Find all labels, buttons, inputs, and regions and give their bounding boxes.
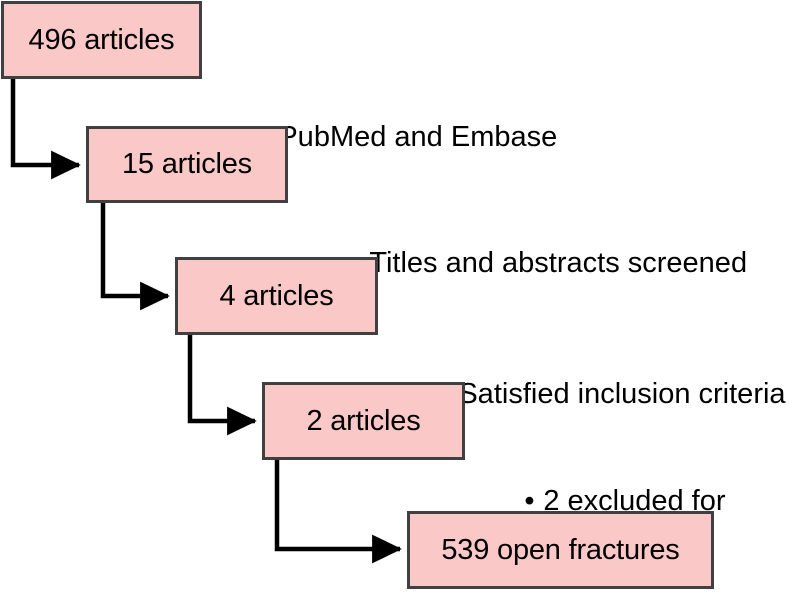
connector-4-to-2 [187,334,257,436]
node-4-articles[interactable]: 4 articles [175,257,378,335]
annotation-text: Satisfied inclusion criteria [458,378,786,411]
node-2-articles[interactable]: 2 articles [262,382,465,460]
node-label: 2 articles [306,404,421,437]
connector-15-to-4 [100,203,170,311]
node-496-articles[interactable]: 496 articles [1,1,202,79]
annotation-satisfied-inclusion-criteria: •Satisfied inclusion criteria [391,281,786,508]
node-label: 539 open fractures [441,533,680,566]
node-539-open-fractures[interactable]: 539 open fractures [407,511,714,589]
node-label: 4 articles [219,279,334,312]
node-label: 496 articles [28,23,175,56]
annotation-line: •PubMed and Embase [211,89,557,186]
node-15-articles[interactable]: 15 articles [86,126,288,203]
annotation-text: Titles and abstracts screened [369,247,748,280]
bullet-icon: • [524,485,535,518]
node-label: 15 articles [122,148,252,180]
connector-496-to-15 [10,78,81,180]
annotation-line: •Satisfied inclusion criteria [391,346,786,443]
connector-2-to-539 [274,460,402,564]
annotation-text: PubMed and Embase [278,121,558,154]
annotation-pubmed-and-embase: •PubMed and Embase [211,24,557,251]
